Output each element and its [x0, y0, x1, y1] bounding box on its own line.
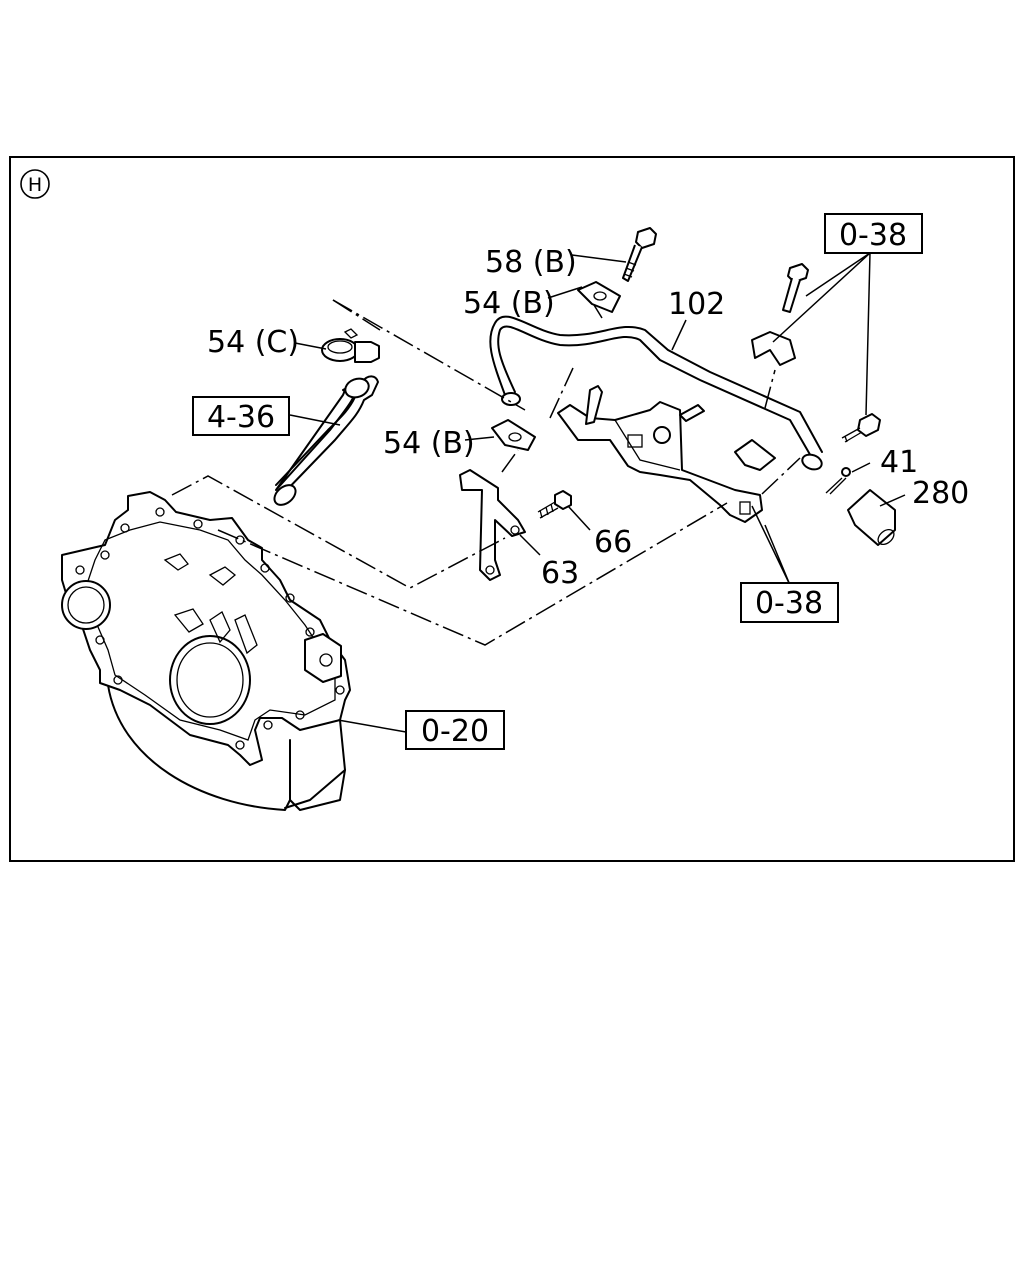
pin-41-part: [825, 467, 851, 495]
ref-box-0-20[interactable]: 0-20: [405, 710, 505, 750]
bolt-0-38-right-part: [841, 413, 881, 443]
ref-4-36-text: 4-36: [207, 400, 275, 435]
flywheel-housing-part: [61, 491, 351, 811]
label-102: 102: [668, 287, 725, 322]
clip-54b-top-part: [577, 281, 621, 313]
bolt-0-38-top-part: [782, 263, 809, 313]
main-bracket-part: [557, 385, 776, 523]
label-54b-top: 54 (B): [463, 286, 555, 321]
clamp-0-38-part: [751, 331, 796, 366]
label-41: 41: [880, 445, 918, 480]
section-marker: H: [20, 169, 50, 199]
label-63: 63: [541, 556, 579, 591]
clip-54b-middle-part: [491, 419, 536, 451]
bracket-63-part: [459, 469, 526, 581]
ref-0-20-text: 0-20: [421, 714, 489, 749]
ref-0-38-bottom-text: 0-38: [755, 586, 823, 621]
label-66: 66: [594, 525, 632, 560]
bolt-66-part: [537, 490, 572, 519]
label-280: 280: [912, 476, 969, 511]
label-54c: 54 (C): [207, 325, 299, 360]
diagram-frame: [9, 156, 1015, 862]
sleeve-280-part: [847, 489, 896, 546]
label-54b-middle: 54 (B): [383, 426, 475, 461]
hose-4-36: [273, 375, 379, 506]
section-marker-letter: H: [28, 174, 42, 196]
ref-box-0-38-top[interactable]: 0-38: [824, 213, 923, 254]
bolt-58b-part: [622, 227, 657, 282]
ref-box-0-38-bottom[interactable]: 0-38: [740, 582, 839, 623]
label-58b: 58 (B): [485, 245, 577, 280]
leader-lines: [289, 252, 906, 733]
pipe-102-part: [489, 315, 823, 471]
ref-0-38-top-text: 0-38: [839, 218, 907, 253]
clamp-54c-part: [321, 328, 380, 363]
ref-box-4-36[interactable]: 4-36: [192, 396, 290, 436]
phantom-lines: [171, 299, 801, 646]
